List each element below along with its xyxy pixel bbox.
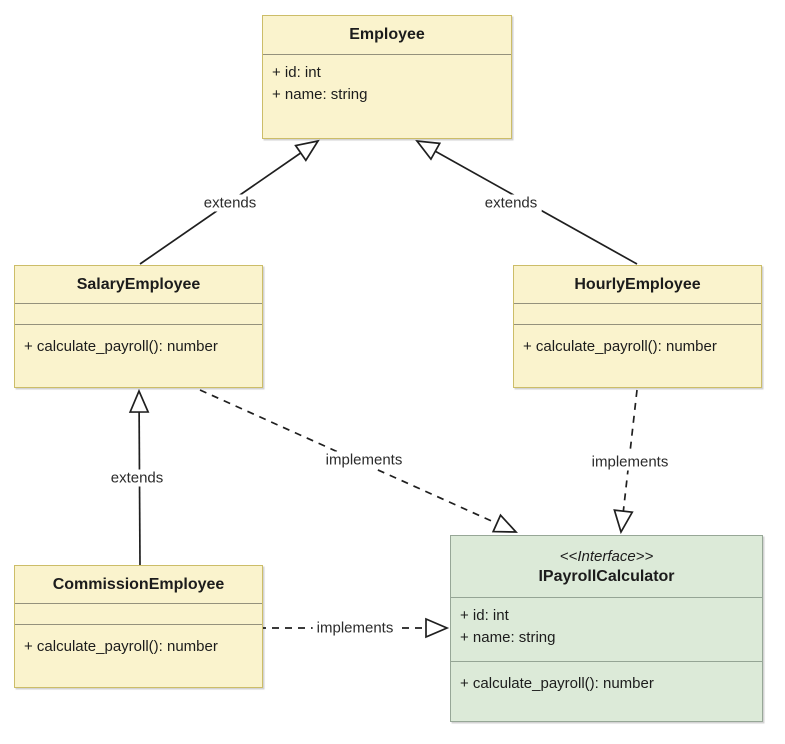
interface-name: IPayrollCalculator [538,567,675,585]
method: + calculate_payroll(): number [523,338,717,355]
edge-label-extends-left: extends [199,194,261,212]
class-hourly-employee-title: HourlyEmployee [574,275,701,293]
class-commission-employee-title: CommissionEmployee [52,575,225,593]
class-employee: Employee + id: int + name: string [262,15,512,139]
interface-ipayroll-calculator: <<Interface>> IPayrollCalculator + id: i… [450,535,763,722]
attribute: + id: int [272,64,321,81]
class-salary-employee-methods: + calculate_payroll(): number [15,324,262,387]
class-commission-employee-attributes [15,603,262,624]
method: + calculate_payroll(): number [460,675,654,692]
edge-label-extends-right: extends [480,194,542,212]
class-salary-employee-attributes [15,303,262,324]
edge-label-implements-bottom: implements [312,619,398,637]
class-hourly-employee: HourlyEmployee + calculate_payroll(): nu… [513,265,762,388]
class-salary-employee: SalaryEmployee + calculate_payroll(): nu… [14,265,263,388]
method: + calculate_payroll(): number [24,638,218,655]
attribute: + id: int [460,607,509,624]
class-commission-employee-methods: + calculate_payroll(): number [15,624,262,687]
class-salary-employee-title: SalaryEmployee [76,275,201,293]
class-employee-title: Employee [349,26,425,43]
attribute: + name: string [272,86,368,103]
method: + calculate_payroll(): number [24,338,218,355]
interface-ipayroll-calculator-title: <<Interface>> IPayrollCalculator [451,536,762,597]
attribute: + name: string [460,629,556,646]
class-commission-employee: CommissionEmployee + calculate_payroll()… [14,565,263,688]
edge-label-implements-right: implements [587,453,673,471]
class-hourly-employee-attributes [514,303,761,324]
edge-label-implements-middle: implements [321,451,407,469]
class-employee-attributes: + id: int + name: string [263,54,511,138]
interface-attributes: + id: int + name: string [451,597,762,661]
edge-label-extends-middle: extends [106,469,168,487]
class-hourly-employee-methods: + calculate_payroll(): number [514,324,761,387]
interface-methods: + calculate_payroll(): number [451,661,762,721]
interface-stereotype: <<Interface>> [559,547,654,565]
